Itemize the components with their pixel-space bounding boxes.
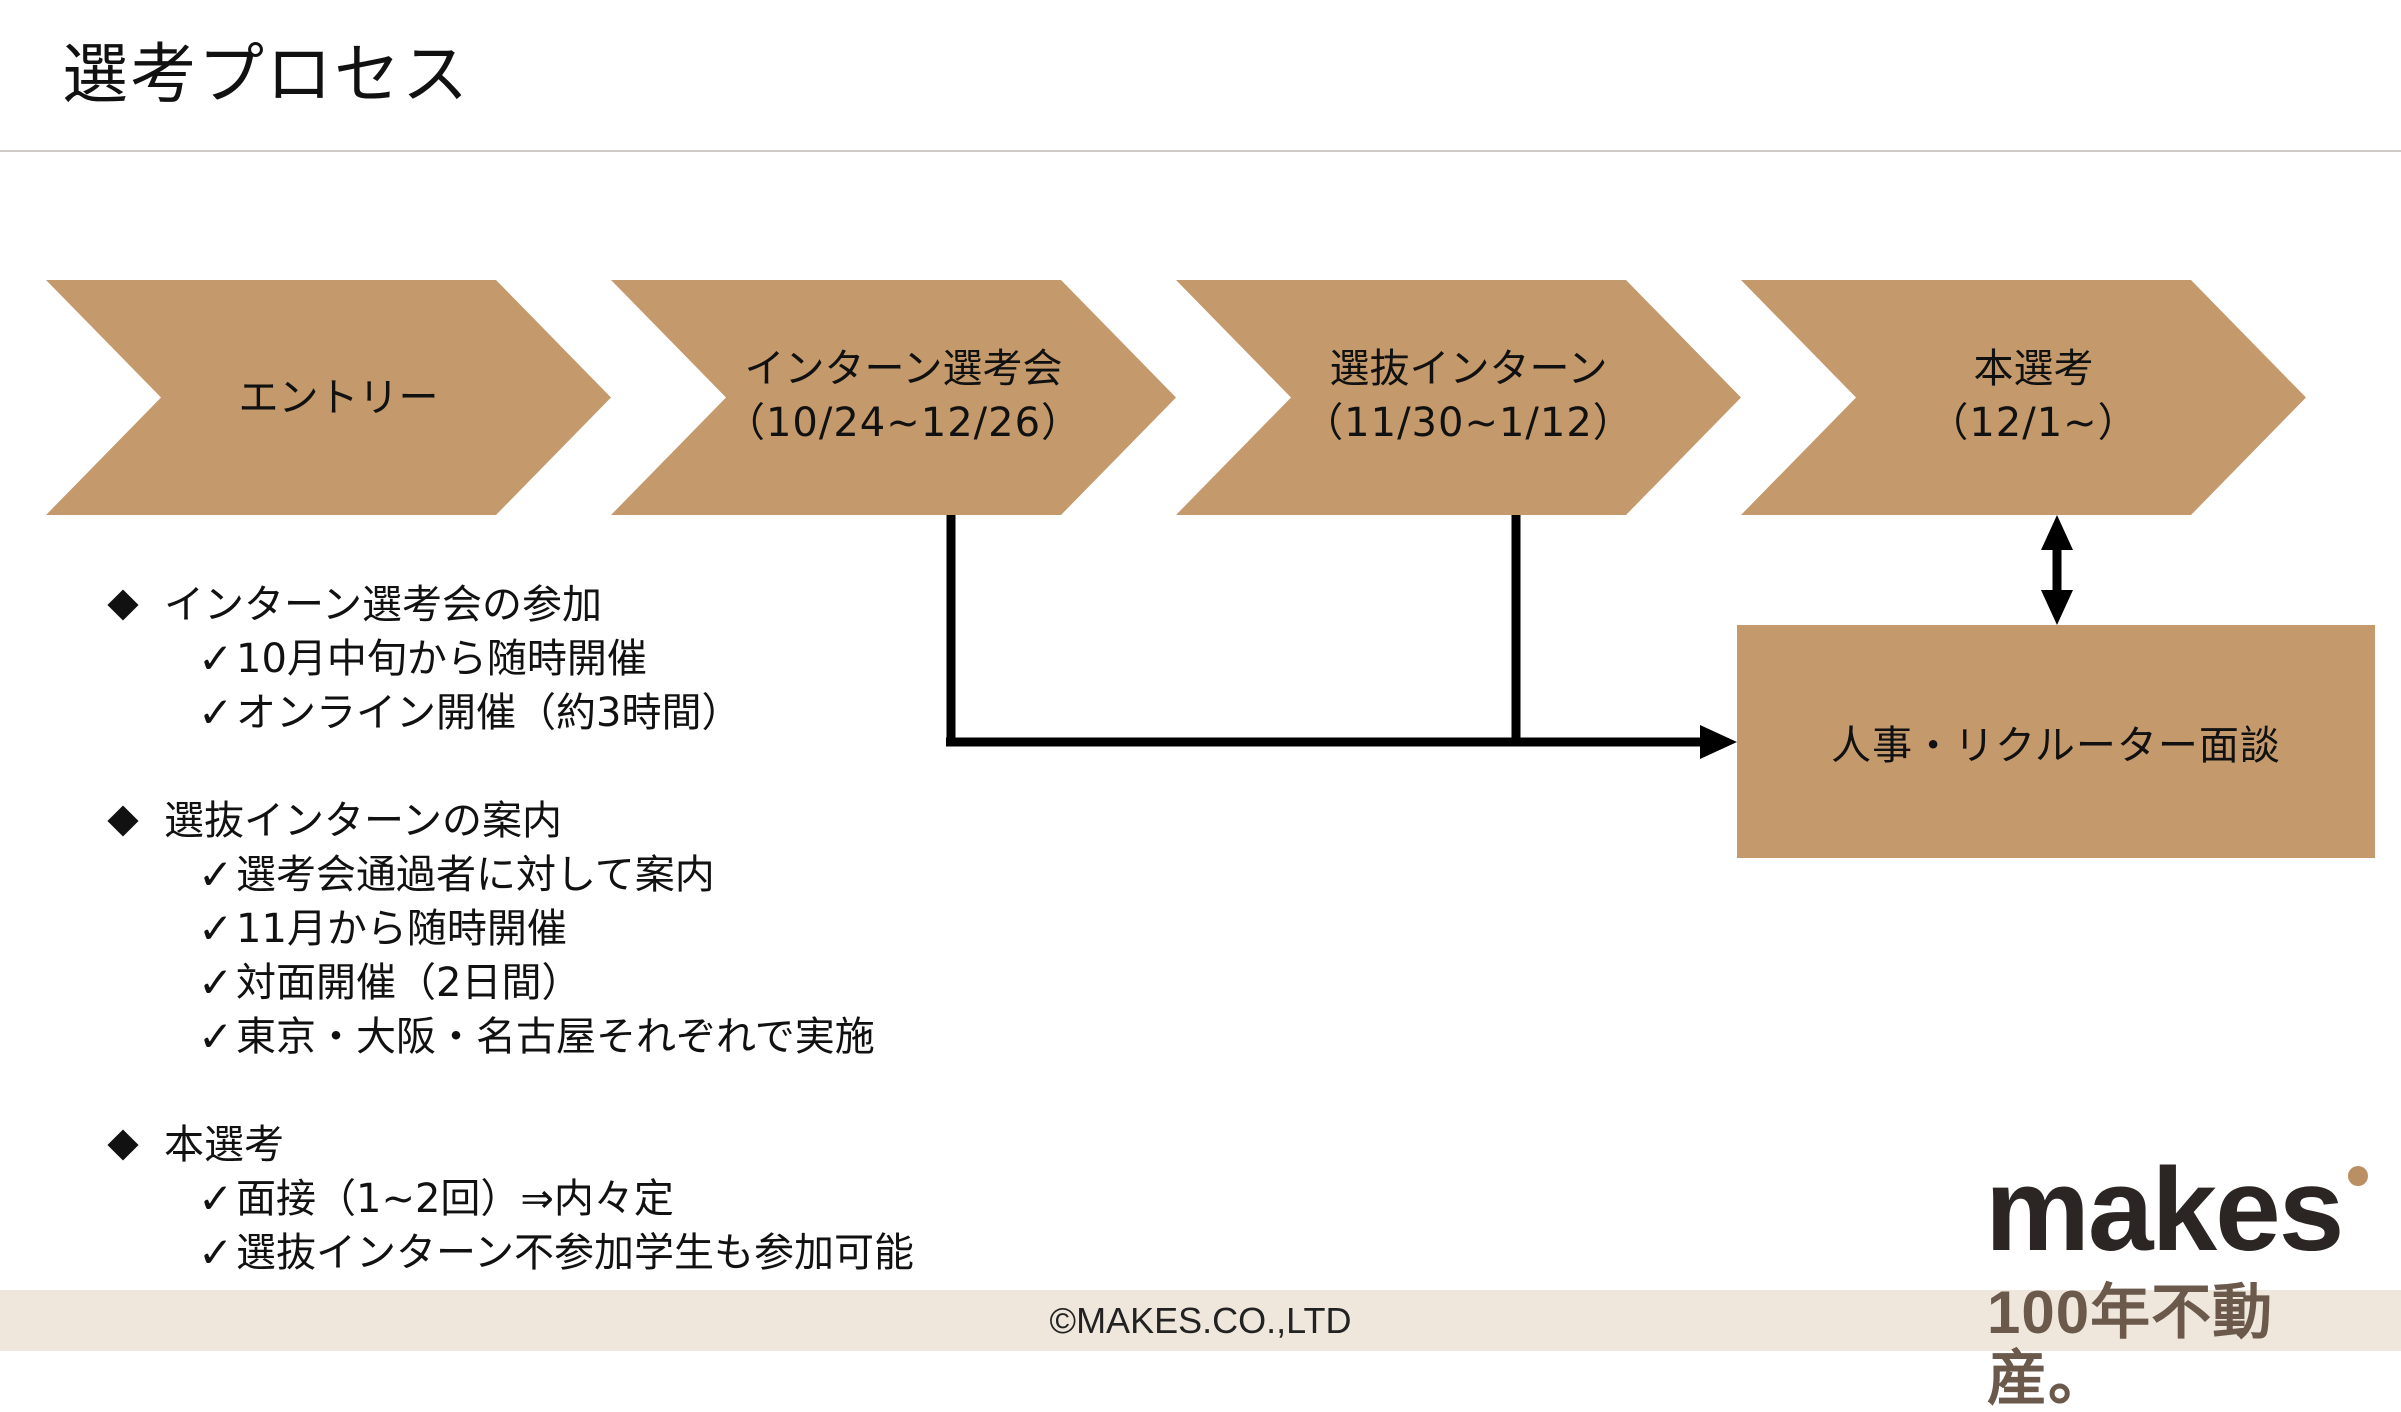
- flow-step-chevron: [1741, 280, 2306, 515]
- note-item-text: 面接（1~2回）⇒内々定: [236, 1176, 674, 1222]
- flow-step-title: エントリー: [238, 374, 439, 421]
- footer-band: [0, 1290, 2401, 1351]
- checkmark-icon: ✓: [198, 904, 234, 953]
- flow-step-period: （11/30~1/12）: [1303, 399, 1634, 446]
- note-heading: 本選考: [104, 1118, 914, 1172]
- flow-step-label: 本選考 （12/1~）: [1774, 342, 2294, 450]
- note-item: ✓オンライン開催（約3時間）: [104, 686, 914, 740]
- logo-tagline: 100年不動産。: [1987, 1279, 2274, 1412]
- flow-step-period: （10/24~12/26）: [724, 399, 1083, 446]
- note-item-text: 選抜インターン不参加学生も参加可能: [236, 1230, 914, 1276]
- makes-logo: makes 100年不動産。: [1985, 1150, 2385, 1412]
- note-heading-text: 選抜インターンの案内: [164, 798, 562, 844]
- checkmark-icon: ✓: [198, 1012, 234, 1061]
- note-heading-text: インターン選考会の参加: [164, 582, 602, 628]
- checkmark-icon: ✓: [198, 1228, 234, 1277]
- note-section: 本選考✓面接（1~2回）⇒内々定✓選抜インターン不参加学生も参加可能: [104, 1118, 914, 1280]
- note-item: ✓面接（1~2回）⇒内々定: [104, 1172, 914, 1226]
- diamond-bullet-icon: [107, 805, 139, 837]
- logo-wordmark: makes: [1985, 1144, 2344, 1276]
- note-heading: インターン選考会の参加: [104, 578, 914, 632]
- note-item: ✓11月から随時開催: [104, 902, 914, 956]
- checkmark-icon: ✓: [198, 1174, 234, 1223]
- flow-step-label: 選抜インターン （11/30~1/12）: [1209, 342, 1729, 450]
- hr-recruiter-interview-box: 人事・リクルーター面談: [1737, 625, 2375, 858]
- flow-step-chevron: [1176, 280, 1741, 515]
- note-item-text: 東京・大阪・名古屋それぞれで実施: [236, 1014, 875, 1060]
- note-heading-text: 本選考: [164, 1122, 284, 1168]
- checkmark-icon: ✓: [198, 850, 234, 899]
- note-item-text: オンライン開催（約3時間）: [236, 690, 742, 736]
- note-item: ✓選抜インターン不参加学生も参加可能: [104, 1226, 914, 1280]
- note-item-text: 選考会通過者に対して案内: [236, 852, 715, 898]
- flow-step-chevron: [611, 280, 1176, 515]
- title-divider: [0, 150, 2401, 152]
- process-flow: [46, 280, 2306, 759]
- flow-step-chevron: [46, 280, 611, 515]
- flow-step-title: インターン選考会: [744, 345, 1063, 392]
- process-notes: インターン選考会の参加✓10月中旬から随時開催✓オンライン開催（約3時間）選抜イ…: [104, 578, 914, 1334]
- connector-lines: [946, 515, 2073, 759]
- note-item: ✓対面開催（2日間）: [104, 956, 914, 1010]
- flow-step-title: 選抜インターン: [1329, 345, 1608, 392]
- diamond-bullet-icon: [107, 1129, 139, 1161]
- checkmark-icon: ✓: [198, 688, 234, 737]
- copyright-text: ©MAKES.CO.,LTD: [1049, 1300, 1352, 1341]
- note-item: ✓選考会通過者に対して案内: [104, 848, 914, 902]
- double-arrow-head-down: [2041, 590, 2073, 625]
- note-item: ✓10月中旬から随時開催: [104, 632, 914, 686]
- arrow-head-right: [1700, 725, 1737, 759]
- double-arrow-head-up: [2041, 515, 2073, 550]
- flow-step-title: 本選考: [1973, 345, 2094, 392]
- checkmark-icon: ✓: [198, 958, 234, 1007]
- flow-step-period: （12/1~）: [1928, 399, 2139, 446]
- note-section: インターン選考会の参加✓10月中旬から随時開催✓オンライン開催（約3時間）: [104, 578, 914, 740]
- note-item-text: 11月から随時開催: [236, 906, 567, 952]
- note-heading: 選抜インターンの案内: [104, 794, 914, 848]
- flow-step-label: インターン選考会 （10/24~12/26）: [644, 342, 1164, 450]
- flow-step-label: エントリー: [79, 371, 599, 425]
- logo-dot-icon: [2348, 1166, 2368, 1186]
- note-item-text: 10月中旬から随時開催: [236, 636, 647, 682]
- diamond-bullet-icon: [107, 589, 139, 621]
- page-title: 選考プロセス: [62, 36, 470, 113]
- checkmark-icon: ✓: [198, 634, 234, 683]
- interview-box-label: 人事・リクルーター面談: [1831, 722, 2281, 769]
- note-item-text: 対面開催（2日間）: [236, 960, 582, 1006]
- note-item: ✓東京・大阪・名古屋それぞれで実施: [104, 1010, 914, 1064]
- note-section: 選抜インターンの案内✓選考会通過者に対して案内✓11月から随時開催✓対面開催（2…: [104, 794, 914, 1064]
